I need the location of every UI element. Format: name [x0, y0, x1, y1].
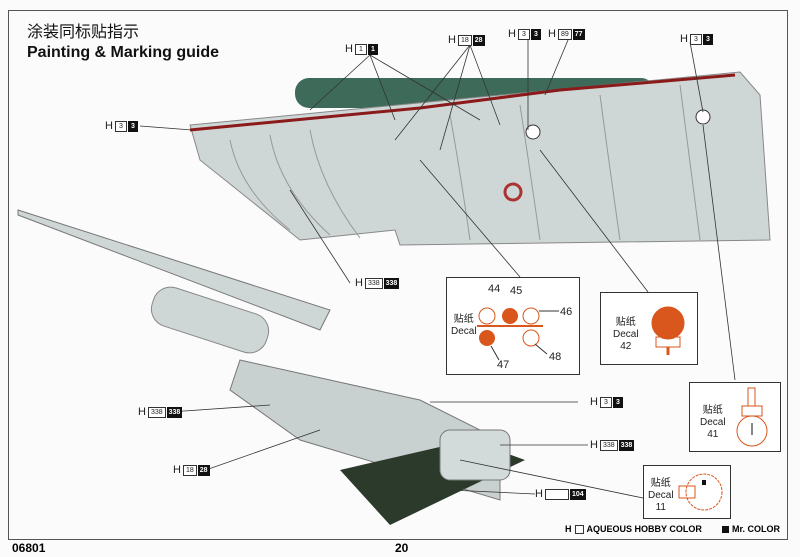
decal-number: 47 — [497, 359, 510, 371]
page-number: 20 — [395, 541, 409, 555]
product-code: 06801 — [12, 541, 46, 555]
boom-arm — [17, 209, 331, 331]
leader-lines — [139, 39, 736, 499]
page-frame — [8, 10, 788, 540]
cylinder — [150, 286, 270, 354]
decal-number: 48 — [549, 351, 562, 363]
decal-number: 45 — [510, 285, 523, 297]
gauge-icon — [695, 109, 711, 125]
gauge-decal-drawing — [651, 306, 685, 355]
motor — [439, 429, 511, 481]
gauge-decals-drawing — [477, 307, 559, 361]
gauge-decal-drawing — [736, 387, 768, 447]
title-chinese: 涂装同标贴指示 — [27, 24, 140, 41]
title-english: Painting & Marking guide — [27, 44, 220, 61]
gauge-icon — [525, 124, 541, 140]
decal-number: 46 — [560, 306, 573, 318]
dial-decal-drawing — [678, 473, 723, 511]
valve-wheel-icon — [503, 182, 523, 202]
hull-ribs — [229, 84, 701, 241]
decal-number: 44 — [488, 283, 501, 295]
legend-mr-color: Mr. COLOR — [722, 524, 780, 534]
